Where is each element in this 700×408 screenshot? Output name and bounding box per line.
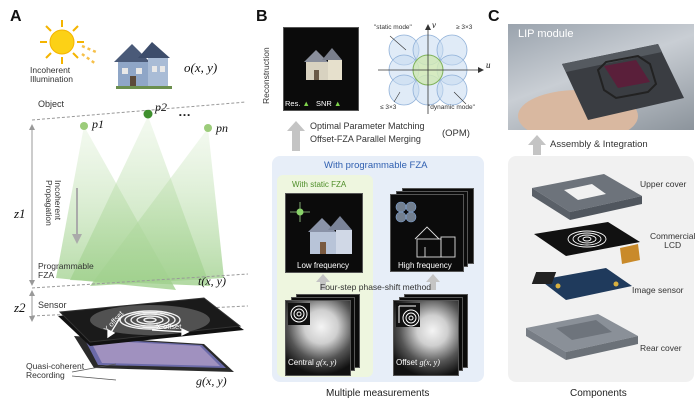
four-step-right-arrow-icon	[426, 274, 440, 290]
static-mode-label: "static mode"	[374, 24, 412, 31]
four-step-left-arrow-icon	[316, 274, 330, 290]
exploded-components-view	[526, 174, 642, 360]
light-cones	[56, 110, 224, 290]
lip-module-label: LIP module	[518, 28, 574, 40]
high-frequency-house-icon	[395, 201, 456, 258]
reconstruction-label: Reconstruction	[261, 47, 271, 104]
incoherent-illumination-label: Incoherent Illumination	[30, 65, 73, 85]
panel-b-letter: B	[256, 8, 268, 25]
assembly-up-arrow-icon	[528, 135, 546, 155]
low-frequency-label: Low frequency	[297, 261, 350, 270]
incoherent-propagation-label: Incoherent Propagation	[43, 180, 63, 226]
opm-line2: Offset-FZA Parallel Merging	[310, 134, 421, 144]
rear-cover-label: Rear cover	[640, 343, 682, 353]
central-label: Central g(x, y)	[288, 358, 336, 367]
distance-arrows	[29, 124, 35, 322]
offset-label: Offset g(x, y)	[396, 358, 440, 367]
image-sensor-label: Image sensor	[632, 285, 684, 295]
frequency-circle-diagram	[378, 24, 484, 114]
point-p1-label: p1	[92, 117, 104, 131]
sun-icon	[40, 20, 97, 66]
axis-v-label: v	[432, 20, 436, 30]
object-function-label: o(x, y)	[184, 60, 218, 75]
high-frequency-image	[390, 194, 464, 272]
t-function-label: t(x, y)	[198, 274, 226, 288]
lip-module-device-icon	[518, 44, 684, 130]
propagation-arrow-icon	[72, 188, 82, 244]
sensor-label: Sensor	[38, 300, 67, 310]
programmable-fza-title: With programmable FZA	[324, 160, 428, 171]
object-label: Object	[38, 99, 65, 109]
assembly-label: Assembly & Integration	[550, 139, 648, 150]
z2-label: z2	[14, 300, 26, 315]
le-3x3-label: ≤ 3×3	[380, 104, 397, 111]
static-fza-title: With static FZA	[292, 180, 347, 189]
low-frequency-image	[285, 193, 363, 273]
high-frequency-label: High frequency	[398, 261, 452, 270]
offset-fza-thumb-icon	[396, 303, 420, 327]
point-pn-label: pn	[216, 121, 228, 135]
point-p2-label: p2	[155, 100, 167, 114]
res-text: Res.	[285, 99, 301, 108]
panel-c-letter: C	[488, 8, 500, 25]
opm-up-arrow-icon	[287, 121, 305, 151]
fza-mask-and-sensor	[58, 297, 244, 372]
point-ellipsis-label: …	[178, 104, 191, 119]
house-object-icon	[114, 42, 172, 89]
g-function-label: g(x, y)	[196, 374, 227, 388]
central-g-text: g(x, y)	[316, 358, 337, 367]
programmable-fza-label: Programmable FZA	[38, 261, 94, 281]
panel-c-caption: Components	[570, 388, 627, 399]
quasi-coherent-pointer	[71, 363, 117, 381]
central-fza-thumb-icon	[288, 303, 310, 325]
dynamic-mode-label: "dynamic mode"	[428, 104, 475, 111]
reconstructed-house-icon	[304, 48, 342, 80]
low-frequency-house-icon	[290, 202, 352, 254]
res-up-arrow-icon: ▲	[302, 99, 310, 108]
panel-a-letter: A	[10, 8, 22, 25]
reconstruction-image	[283, 27, 359, 111]
opm-abbr: (OPM)	[442, 128, 470, 139]
offset-measurement-image	[393, 300, 459, 376]
offset-g-text: g(x, y)	[419, 358, 440, 367]
z1-label: z1	[14, 206, 26, 221]
lip-module-photo	[508, 24, 694, 130]
opm-line1: Optimal Parameter Matching	[310, 121, 425, 131]
ge-3x3-label: ≥ 3×3	[456, 24, 473, 31]
offset-text: Offset	[396, 358, 418, 367]
upper-cover-label: Upper cover	[640, 179, 687, 189]
snr-label: SNR ▲	[316, 99, 341, 108]
commercial-lcd-label: Commercial LCD	[650, 231, 696, 251]
axis-u-label: u	[486, 60, 491, 70]
panel-b-caption: Multiple measurements	[326, 388, 430, 399]
object-plane-line	[31, 101, 247, 121]
res-label: Res. ▲	[285, 99, 310, 108]
four-step-label: Four-step phase-shift method	[320, 282, 432, 292]
central-text: Central	[288, 358, 314, 367]
x-offset-label: X offset	[156, 322, 182, 331]
snr-up-arrow-icon: ▲	[333, 99, 342, 108]
snr-text: SNR	[316, 99, 332, 108]
central-measurement-image	[285, 300, 351, 376]
quasi-coherent-label: Quasi-coherent Recording	[26, 361, 85, 381]
